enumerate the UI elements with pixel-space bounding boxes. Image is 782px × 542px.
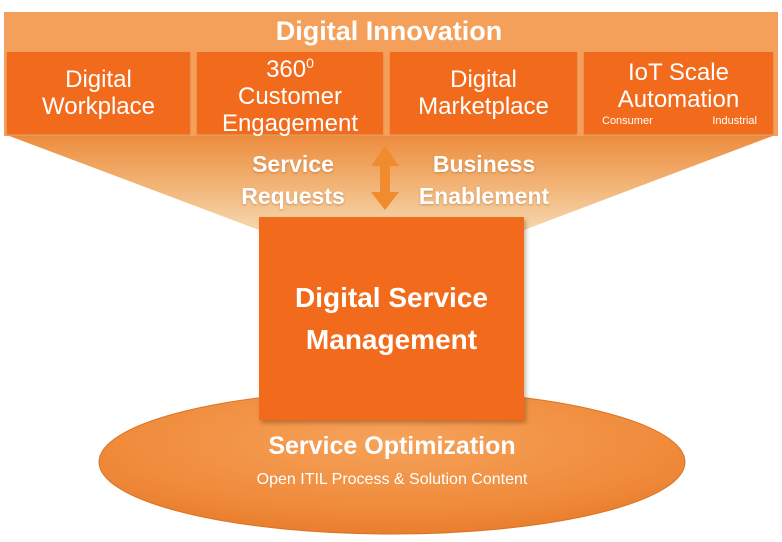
box-customer-engagement: 3600 Customer Engagement bbox=[197, 50, 383, 137]
sublabel-industrial: Industrial bbox=[712, 114, 757, 127]
box-label-line2: Automation bbox=[617, 85, 740, 113]
box-label-line1: Digital bbox=[450, 66, 517, 93]
label-service-requests: Service Requests bbox=[225, 148, 361, 212]
diagram-title: Digital Innovation bbox=[275, 16, 503, 46]
box-label-line3: Engagement bbox=[221, 109, 359, 137]
box-label-360: 360 bbox=[266, 55, 307, 83]
box-sublabels: Consumer Industrial bbox=[584, 115, 773, 128]
center-line2: Management bbox=[305, 323, 478, 355]
box-label-line2: Marketplace bbox=[418, 93, 549, 120]
ellipse-title: Service Optimization bbox=[268, 432, 516, 460]
box-label-line1: 3600 bbox=[266, 50, 314, 83]
label-line2: Requests bbox=[241, 183, 345, 209]
center-line1: Digital Service bbox=[295, 281, 488, 313]
box-label-line1: IoT Scale bbox=[628, 58, 729, 86]
funnel-shape bbox=[4, 134, 778, 230]
box-iot-scale-automation: IoT Scale Automation Consumer Industrial bbox=[584, 52, 773, 134]
label-line1: Service bbox=[252, 151, 334, 177]
double-arrow-icon bbox=[371, 146, 399, 210]
sublabel-consumer: Consumer bbox=[602, 114, 653, 127]
label-line1: Business bbox=[432, 151, 536, 177]
box-label-line2: Customer bbox=[237, 82, 343, 110]
box-label-superscript: 0 bbox=[306, 54, 314, 71]
box-label-line2: Workplace bbox=[42, 93, 155, 120]
label-business-enablement: Business Enablement bbox=[405, 148, 563, 212]
digital-service-management-box: Digital Service Management bbox=[259, 217, 524, 420]
box-digital-marketplace: Digital Marketplace bbox=[390, 52, 577, 134]
ellipse-subtitle: Open ITIL Process & Solution Content bbox=[256, 471, 528, 488]
label-line2: Enablement bbox=[418, 183, 550, 209]
box-digital-workplace: Digital Workplace bbox=[7, 52, 190, 134]
box-label-line1: Digital bbox=[65, 66, 132, 93]
